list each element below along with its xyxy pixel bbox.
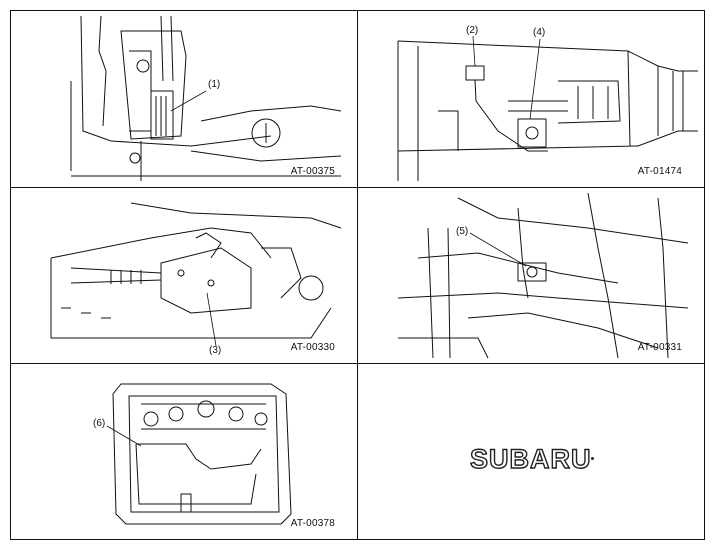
illustration-sensor-2-4	[397, 35, 698, 181]
panel-at-01474: (2) (4) AT-01474	[358, 11, 704, 188]
illustration-sensor-5	[397, 192, 689, 359]
figure-code: AT-00331	[637, 342, 682, 353]
callout-1: (1)	[208, 79, 221, 90]
illustration-sensor-3	[50, 202, 342, 347]
panel-at-00331: (5) AT-00331	[358, 188, 704, 364]
callout-3: (3)	[209, 345, 222, 356]
panel-at-00375: (1) AT-00375	[11, 11, 358, 188]
callout-6: (6)	[93, 418, 106, 429]
callout-5: (5)	[456, 226, 469, 237]
figure-code: AT-00330	[290, 342, 335, 353]
logo-panel: SUBARU	[358, 364, 704, 539]
logo-dot	[591, 457, 594, 460]
subaru-logo: SUBARU	[469, 443, 592, 474]
illustration-sensor-6	[106, 383, 292, 525]
panel-grid: (1) AT-00375 (2) (4)	[10, 10, 705, 540]
figure-code: AT-01474	[637, 166, 682, 177]
figure-code: AT-00378	[290, 518, 335, 529]
panel-at-00330: (3) AT-00330	[11, 188, 358, 364]
callout-4: (4)	[533, 27, 546, 38]
illustration-sensor-1	[70, 15, 342, 181]
callout-2: (2)	[466, 25, 479, 36]
figure-code: AT-00375	[290, 166, 335, 177]
panel-at-00378: (6) AT-00378	[11, 364, 358, 539]
